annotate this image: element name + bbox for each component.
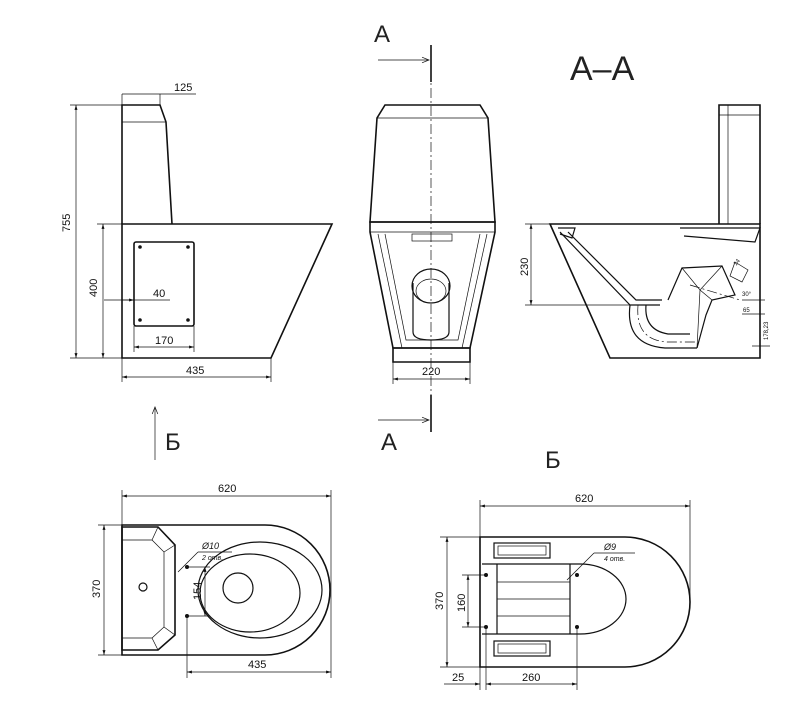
top-drain: [222, 572, 254, 604]
section-outlet: [667, 265, 736, 349]
dim-section-small-4: 178,23: [764, 321, 770, 340]
dim-top-length: 620: [218, 483, 236, 495]
front-tank: [369, 104, 496, 223]
top-hole-diameter: Ø10: [201, 541, 219, 551]
dim-front-base-width: 220: [422, 366, 440, 378]
dim-hatch-offset: 40: [153, 288, 165, 300]
dim-height-total: 755: [61, 214, 73, 232]
bottom-hole-diameter: Ø9: [603, 542, 616, 552]
front-outlet-pipe: [412, 283, 450, 341]
dim-section-small-2: 30°: [742, 292, 752, 298]
dim-bottom-holes-spacing: 160: [456, 594, 468, 612]
dim-top-holes-spacing: 154: [192, 582, 204, 600]
bottom-slot-bottom: [493, 640, 551, 657]
bottom-view: [440, 500, 691, 690]
section-title: A–A: [570, 50, 635, 88]
dim-bottom-width: 370: [434, 592, 446, 610]
dim-top-width: 370: [91, 580, 103, 598]
bottom-hole-count: 4 отв.: [604, 556, 625, 563]
dim-section-small-3: 65: [743, 308, 750, 314]
section-marker-top: A: [374, 21, 390, 48]
dim-bottom-edge: 25: [452, 672, 464, 684]
top-outline: [121, 524, 331, 656]
dim-base-length: 435: [186, 365, 204, 377]
view-title: Б: [545, 447, 561, 474]
dim-height-bowl: 400: [88, 279, 100, 297]
front-view: [369, 45, 496, 432]
top-seat-inner: [199, 553, 301, 633]
dim-hatch-width: 170: [155, 335, 173, 347]
section-marker-bottom: A: [381, 429, 397, 456]
top-seat-outer: [197, 541, 323, 639]
bottom-slot-top: [493, 542, 551, 559]
top-view: [98, 490, 332, 678]
dim-section-height: 230: [519, 258, 531, 276]
dim-tank-width: 125: [174, 82, 192, 94]
section-view: [525, 104, 770, 359]
side-view: [70, 93, 334, 382]
bottom-outline: [479, 536, 691, 668]
side-service-hatch: [133, 241, 195, 327]
top-tank: [121, 526, 176, 651]
section-tank: [718, 104, 761, 224]
dim-top-holes-offset: 435: [248, 659, 266, 671]
side-tank: [121, 104, 173, 225]
dim-bottom-holes-offset: 260: [522, 672, 540, 684]
view-arrow-label: Б: [165, 429, 181, 456]
dim-section-small-1: 14: [733, 258, 742, 267]
top-hole-count: 2 отв.: [201, 555, 223, 562]
dim-bottom-length: 620: [575, 493, 593, 505]
bottom-mount-hole-3: [575, 573, 579, 577]
section-bowl: [548, 223, 761, 359]
top-button-hole: [138, 582, 148, 592]
